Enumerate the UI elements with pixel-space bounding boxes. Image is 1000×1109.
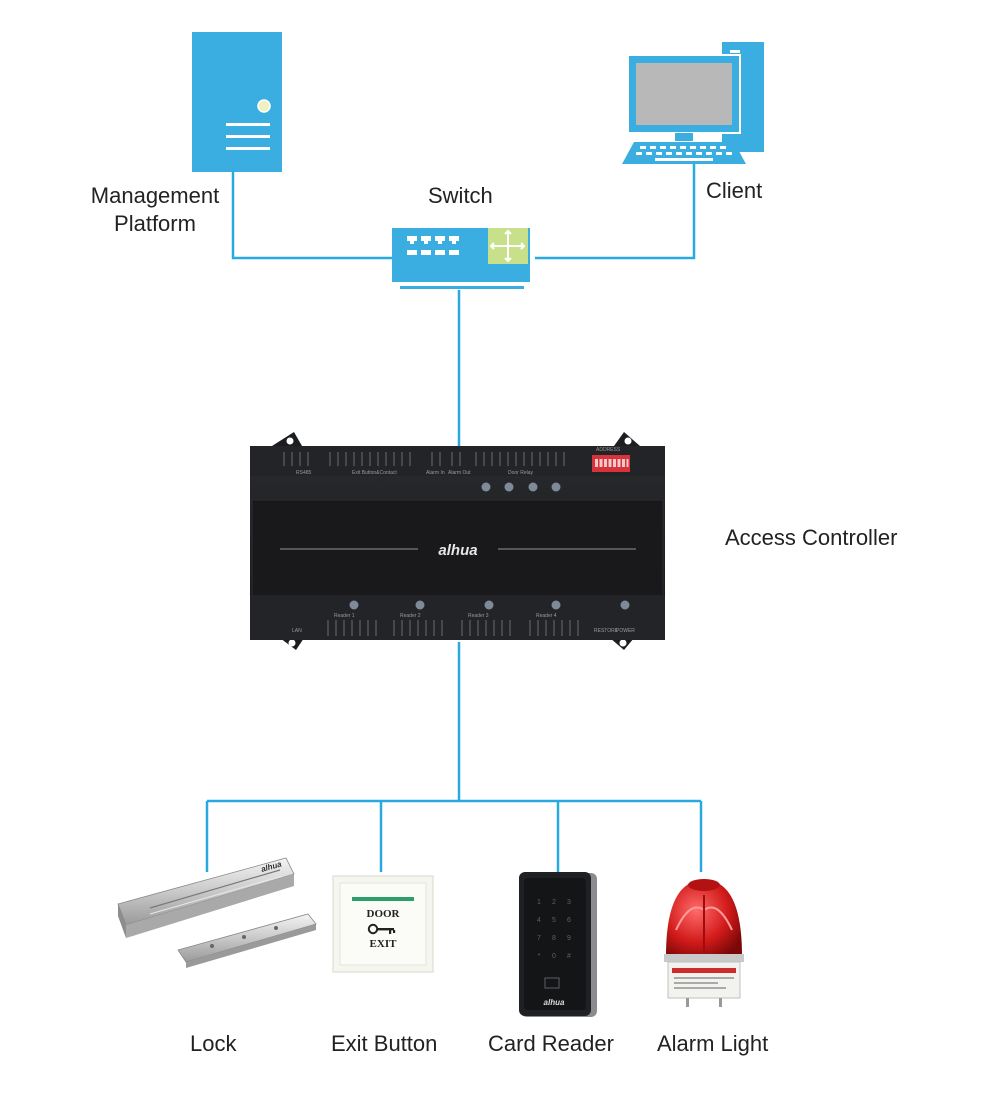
switch-label: Switch bbox=[428, 183, 493, 208]
card-tap-icon bbox=[544, 977, 560, 989]
terminal-reader1-label: Reader 1 bbox=[334, 613, 355, 619]
card-reader-brand-logo: alhua bbox=[544, 998, 565, 1007]
terminal-power-label: POWER bbox=[616, 628, 635, 634]
management-platform-label: Management Platform bbox=[85, 182, 225, 238]
exit-button-door-text: DOOR bbox=[367, 908, 401, 920]
keypad-key: 2 bbox=[552, 899, 556, 906]
access-controller-label: Access Controller bbox=[725, 525, 898, 550]
keypad-key: * bbox=[538, 953, 541, 960]
card-reader-keypad: 1 2 3 4 5 6 7 8 9 * 0 # bbox=[537, 899, 571, 989]
desktop-computer-icon bbox=[622, 42, 764, 164]
alarm-light-icon bbox=[664, 879, 744, 1007]
keypad-key: 4 bbox=[537, 917, 541, 924]
keypad-key: 7 bbox=[537, 935, 541, 942]
keypad-key: # bbox=[567, 953, 571, 960]
terminal-exit-contact-label: Exit Button&Contact bbox=[352, 470, 397, 476]
platform-to-switch-line bbox=[231, 172, 392, 260]
client-to-switch-line bbox=[535, 160, 696, 260]
server-icon bbox=[192, 32, 282, 172]
keypad-key: 1 bbox=[537, 899, 541, 906]
alarm-light-label: Alarm Light bbox=[657, 1031, 769, 1056]
terminal-address-label: ADDRESS bbox=[596, 447, 621, 453]
keypad-key: 3 bbox=[567, 899, 571, 906]
keypad-key: 8 bbox=[552, 935, 556, 942]
connector-lines bbox=[205, 160, 703, 872]
keypad-key: 6 bbox=[567, 917, 571, 924]
management-platform-label-line2: Platform bbox=[114, 211, 196, 236]
magnetic-lock-icon: alhua bbox=[117, 857, 317, 968]
terminal-restore-label: RESTORE bbox=[594, 628, 619, 634]
terminal-reader3-label: Reader 3 bbox=[468, 613, 489, 619]
terminal-alarm-in-label: Alarm In bbox=[426, 470, 445, 476]
controller-brand-logo: alhua bbox=[438, 542, 477, 559]
terminal-reader4-label: Reader 4 bbox=[536, 613, 557, 619]
keypad-key: 9 bbox=[567, 935, 571, 942]
management-platform-label-line1: Management bbox=[90, 183, 220, 208]
network-switch-icon bbox=[392, 228, 530, 289]
keypad-key: 5 bbox=[552, 917, 556, 924]
keypad-key: 0 bbox=[552, 953, 556, 960]
card-reader-icon: 1 2 3 4 5 6 7 8 9 * 0 # alhua bbox=[519, 872, 597, 1017]
terminal-alarm-out-label: Alarm Out bbox=[448, 470, 471, 476]
client-label: Client bbox=[706, 178, 763, 203]
lock-label: Lock bbox=[190, 1031, 237, 1056]
exit-button-icon: DOOR EXIT bbox=[332, 875, 434, 973]
terminal-rs485-label: RS485 bbox=[296, 470, 312, 476]
card-reader-label: Card Reader bbox=[488, 1031, 614, 1056]
exit-button-label: Exit Button bbox=[331, 1031, 438, 1056]
terminal-lan-label: LAN bbox=[292, 628, 302, 634]
key-icon bbox=[367, 923, 396, 935]
exit-button-exit-text: EXIT bbox=[370, 938, 398, 950]
terminal-door-relay-label: Door Relay bbox=[508, 470, 534, 476]
terminal-reader2-label: Reader 2 bbox=[400, 613, 421, 619]
access-controller-device: alhua RS485 Exit Button&Contact Alarm In… bbox=[250, 432, 665, 650]
